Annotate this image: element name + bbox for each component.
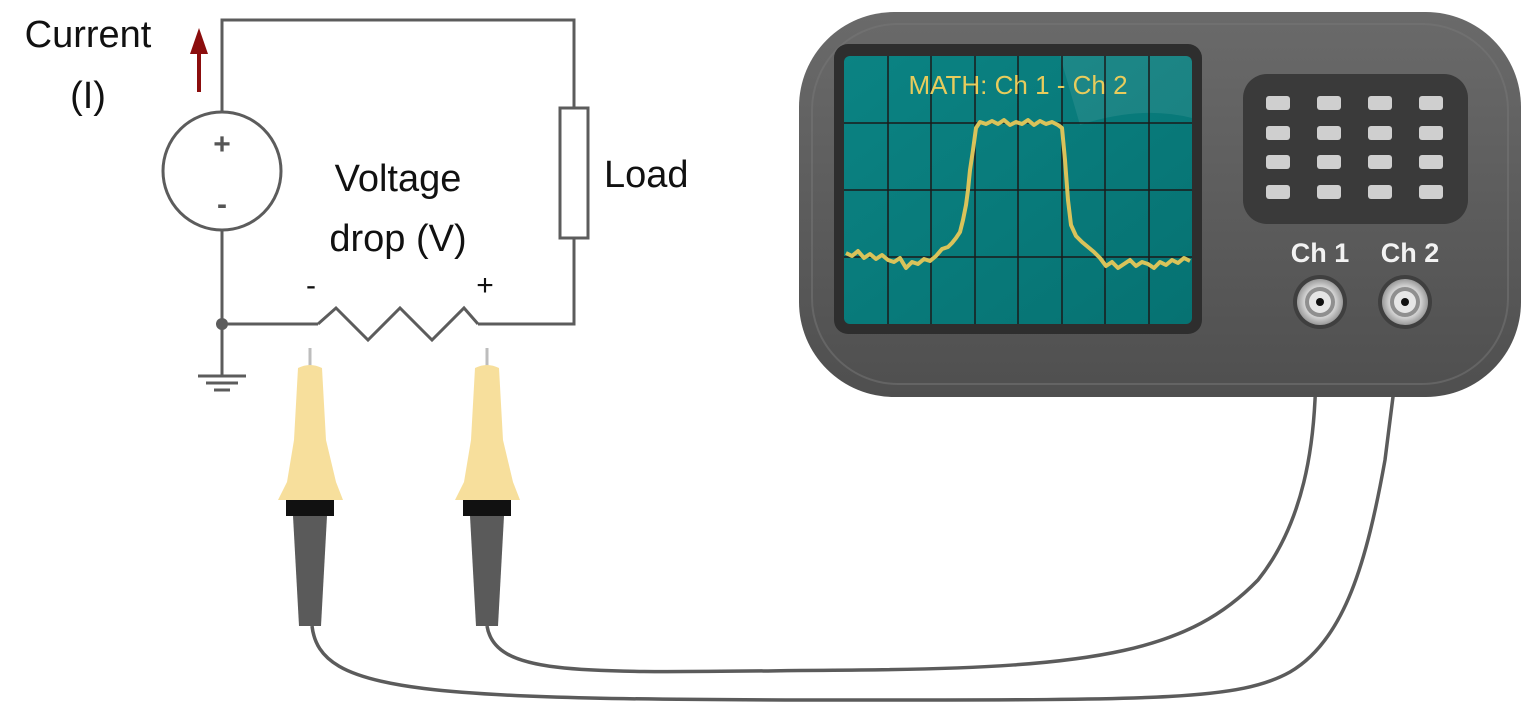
panel-button[interactable]	[1317, 185, 1341, 199]
wire-top	[220, 18, 576, 112]
panel-button[interactable]	[1266, 126, 1290, 140]
screen-grid	[844, 56, 1192, 324]
load-box-icon	[558, 106, 590, 240]
screen-title: MATH: Ch 1 - Ch 2	[908, 70, 1127, 100]
cable-ch2	[310, 301, 1407, 702]
voltage-label-line2: drop (V)	[329, 218, 466, 260]
bnc-connector-icon[interactable]	[1293, 275, 1347, 329]
voltage-source-icon: + -	[161, 110, 283, 232]
up-arrow-icon	[190, 28, 208, 92]
panel-button[interactable]	[1419, 185, 1443, 199]
probe-icon	[455, 365, 520, 500]
circuit: + - Current (I) Voltage drop (V) - + Loa…	[25, 14, 689, 392]
voltage-label-line1: Voltage	[335, 158, 462, 200]
waveform-trace	[845, 118, 1191, 270]
channel-2-label: Ch 2	[1381, 238, 1440, 268]
source-plus-sign: +	[213, 128, 231, 161]
button-panel	[1243, 74, 1468, 224]
wire-left-bottom	[220, 230, 318, 326]
panel-button[interactable]	[1317, 96, 1341, 110]
panel-button[interactable]	[1419, 155, 1443, 169]
junction-dot	[216, 318, 228, 330]
resistor-icon	[317, 305, 480, 343]
probe-right[interactable]	[455, 348, 520, 626]
probe-icon	[278, 365, 343, 500]
channel-1-label: Ch 1	[1291, 238, 1350, 268]
bnc-connector-icon[interactable]	[1378, 275, 1432, 329]
ground-symbol-icon	[198, 374, 246, 392]
panel-button[interactable]	[1266, 155, 1290, 169]
button-grid	[1266, 96, 1443, 199]
load-label: Load	[604, 154, 689, 196]
current-label-line2: (I)	[70, 75, 106, 117]
panel-button[interactable]	[1317, 155, 1341, 169]
panel-button[interactable]	[1368, 155, 1392, 169]
resistor-plus-label: +	[476, 269, 494, 302]
panel-button[interactable]	[1419, 126, 1443, 140]
cable-ch1	[485, 301, 1322, 674]
wire-right	[478, 238, 576, 326]
panel-button[interactable]	[1317, 126, 1341, 140]
probe-left[interactable]	[278, 348, 343, 626]
panel-button[interactable]	[1368, 185, 1392, 199]
oscilloscope: MATH: Ch 1 - Ch 2 Ch 1 Ch 2	[799, 12, 1521, 397]
source-minus-sign: -	[217, 188, 227, 221]
panel-button[interactable]	[1266, 96, 1290, 110]
panel-button[interactable]	[1368, 126, 1392, 140]
current-label-line1: Current	[25, 14, 152, 56]
resistor-minus-label: -	[306, 269, 316, 302]
panel-button[interactable]	[1266, 185, 1290, 199]
panel-button[interactable]	[1419, 96, 1443, 110]
panel-button[interactable]	[1368, 96, 1392, 110]
